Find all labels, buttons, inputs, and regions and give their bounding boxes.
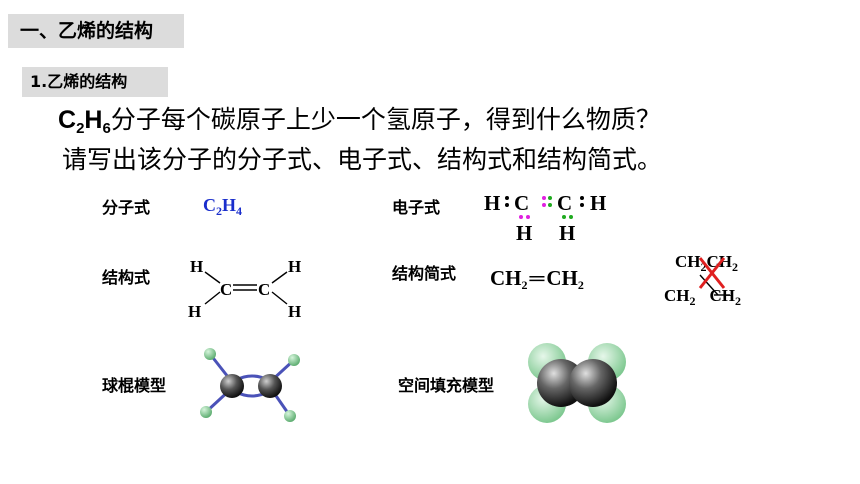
- question-line-2: 请写出该分子的分子式、电子式、结构式和结构简式。: [62, 145, 663, 174]
- svg-text:H: H: [516, 221, 532, 245]
- svg-text:C: C: [514, 191, 529, 215]
- question-line-1: C2H6分子每个碳原子上少一个氢原子，得到什么物质？: [58, 105, 661, 137]
- svg-text:C: C: [258, 280, 270, 299]
- sub-title: 1.乙烯的结构: [22, 67, 168, 97]
- svg-text:H: H: [188, 302, 201, 321]
- wrong-formula-strokes: [698, 257, 730, 296]
- svg-text:H: H: [559, 221, 575, 245]
- condensed-formula: CH2═CH2: [490, 266, 584, 292]
- structural-formula-diagram: H H H H C C: [188, 257, 301, 321]
- electron-formula-diagram: H C C H H H: [484, 191, 606, 245]
- svg-text:H: H: [190, 257, 203, 276]
- molecular-formula: C2H4: [203, 195, 243, 218]
- ball-stick-label: 球棍模型: [102, 376, 167, 395]
- ball-stick-model-image: [200, 348, 300, 422]
- section-title: 一、乙烯的结构: [8, 14, 184, 48]
- molecular-formula-label: 分子式: [102, 198, 151, 217]
- wrong-formula-row-1: CH2CH2: [675, 252, 738, 274]
- space-fill-model-image: [528, 343, 626, 423]
- svg-text:C: C: [557, 191, 572, 215]
- electron-formula-label: 电子式: [392, 198, 441, 217]
- structural-formula-label: 结构式: [102, 268, 151, 287]
- svg-text:C: C: [220, 280, 232, 299]
- svg-text:H: H: [288, 302, 301, 321]
- condensed-formula-label: 结构简式: [392, 264, 457, 283]
- svg-text:H: H: [288, 257, 301, 276]
- space-fill-label: 空间填充模型: [398, 376, 495, 395]
- svg-text:H: H: [590, 191, 606, 215]
- svg-text:H: H: [484, 191, 500, 215]
